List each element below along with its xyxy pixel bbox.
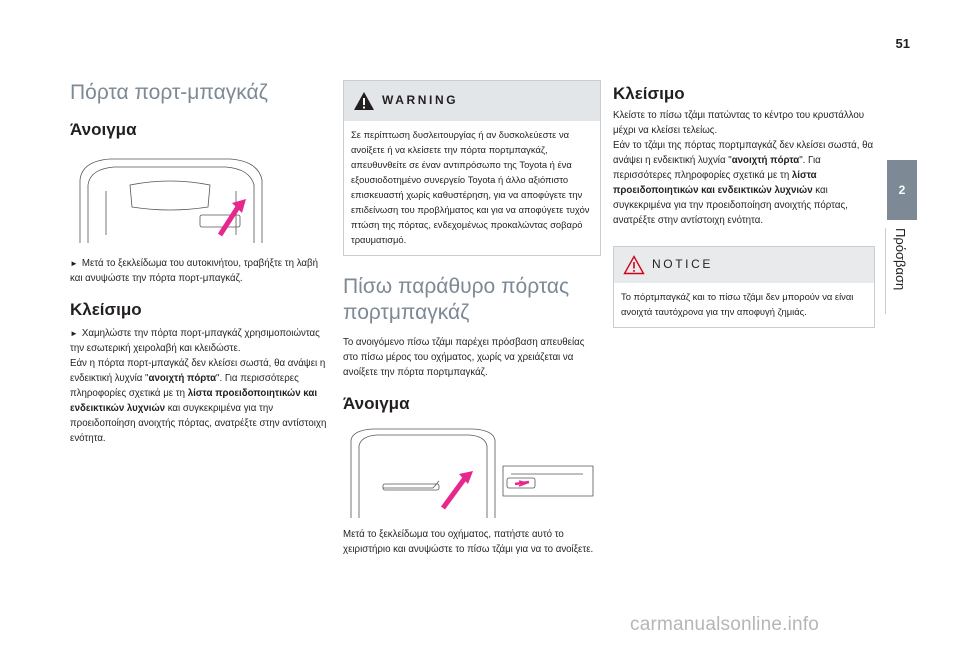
rear-window-close-text: Κλείστε το πίσω τζάμι πατώντας το κέντρο…: [613, 110, 874, 226]
notice-triangle-icon: [623, 255, 645, 275]
tailgate-open-text: ►Μετά το ξεκλείδωμα του αυτοκινήτου, τρα…: [70, 258, 318, 285]
page-number: 51: [895, 36, 910, 51]
tailgate-handle-illustration: [70, 155, 332, 248]
tailgate-close-text: ►Χαμηλώστε την πόρτα πορτ-μπαγκάζ χρησιμ…: [70, 328, 327, 445]
tailgate-title: Πόρτα πορτ-μπαγκάζ: [70, 81, 268, 104]
tailgate-open-heading: Άνοιγμα: [70, 120, 137, 140]
rear-window-close-heading: Κλείσιμο: [613, 84, 685, 103]
rear-window-release-illustration: [343, 426, 601, 519]
warning-text: Σε περίπτωση δυσλειτουργίας ή αν δυσκολε…: [351, 129, 590, 245]
rear-window-intro: Το ανοιγόμενο πίσω τζάμι παρέχει πρόσβασ…: [343, 336, 585, 378]
notice-box: NOTICE Το πόρτμπαγκάζ και το πίσω τζάμι …: [613, 246, 875, 328]
column-rear-window-close: Κλείσιμο Κλείστε το πίσω τζάμι πατώντας …: [613, 84, 875, 328]
column-rear-window: WARNING Σε περίπτωση δυσλειτουργίας ή αν…: [343, 80, 601, 557]
bullet-arrow-icon: ►: [70, 329, 78, 339]
chapter-rule: [885, 228, 886, 314]
column-tailgate: Πόρτα πορτ-μπαγκάζ Άνοιγμα ►Μετά το ξεκλ…: [70, 80, 332, 446]
bullet-arrow-icon: ►: [70, 259, 78, 269]
notice-title: NOTICE: [652, 257, 713, 271]
rear-window-open-text: Μετά το ξεκλείδωμα του οχήματος, πατήστε…: [343, 528, 594, 555]
chapter-label: Πρόσβαση: [893, 228, 908, 291]
warning-title: WARNING: [382, 93, 459, 107]
chapter-tab[interactable]: 2: [887, 160, 917, 220]
warning-triangle-icon: [354, 92, 374, 110]
warning-header: WARNING: [344, 81, 600, 121]
watermark: carmanualsonline.info: [630, 614, 820, 635]
tailgate-close-heading: Κλείσιμο: [70, 300, 142, 320]
rear-window-open-heading: Άνοιγμα: [343, 393, 410, 413]
notice-text: Το πόρτμπαγκάζ και το πίσω τζάμι δεν μπο…: [621, 291, 854, 317]
warning-box: WARNING Σε περίπτωση δυσλειτουργίας ή αν…: [343, 80, 601, 256]
rear-window-title: Πίσω παράθυρο πόρτας πορτμπαγκάζ: [343, 275, 570, 325]
notice-header: NOTICE: [614, 247, 874, 283]
